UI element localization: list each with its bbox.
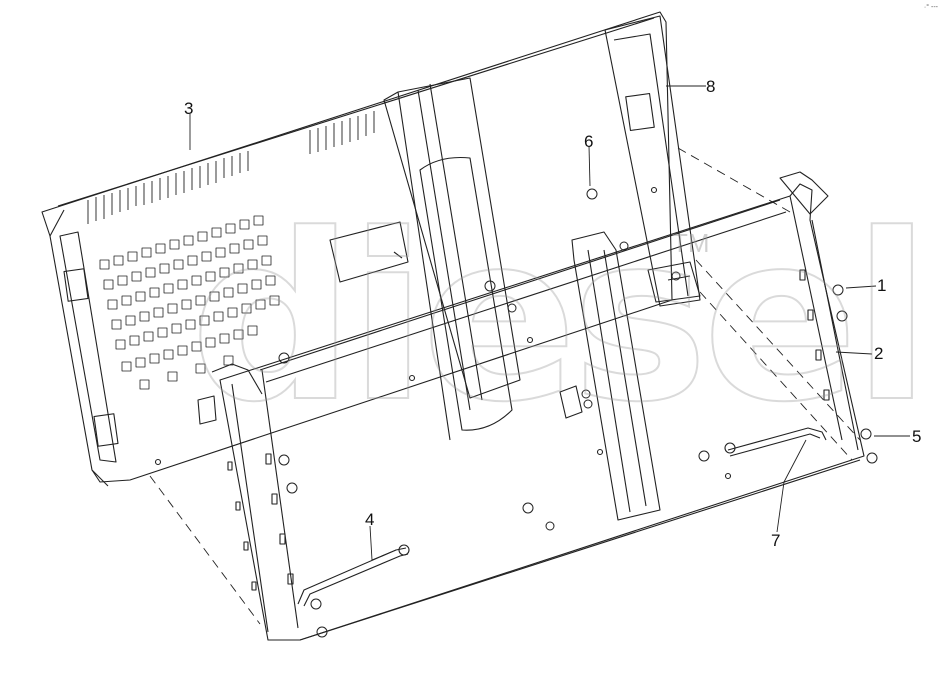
- callout-3: 3: [184, 99, 194, 118]
- corner-mark: ·° ---: [923, 4, 938, 11]
- callout-2: 2: [874, 344, 884, 363]
- front-frame: [154, 171, 865, 641]
- louver-slots: [87, 111, 375, 224]
- callout-7: 7: [771, 531, 781, 550]
- callout-5: 5: [912, 427, 922, 446]
- callout-1: 1: [877, 276, 887, 295]
- callout-8: 8: [706, 77, 716, 96]
- leader-lines: [189, 85, 910, 561]
- callout-4: 4: [365, 510, 375, 529]
- alignment-lines: [149, 147, 861, 625]
- pipes: [297, 427, 827, 607]
- trademark-mark: TM: [672, 228, 710, 258]
- rear-panel: [41, 11, 701, 487]
- callout-6: 6: [584, 132, 594, 151]
- fasteners: [278, 188, 878, 638]
- mesh-grille: [99, 215, 280, 390]
